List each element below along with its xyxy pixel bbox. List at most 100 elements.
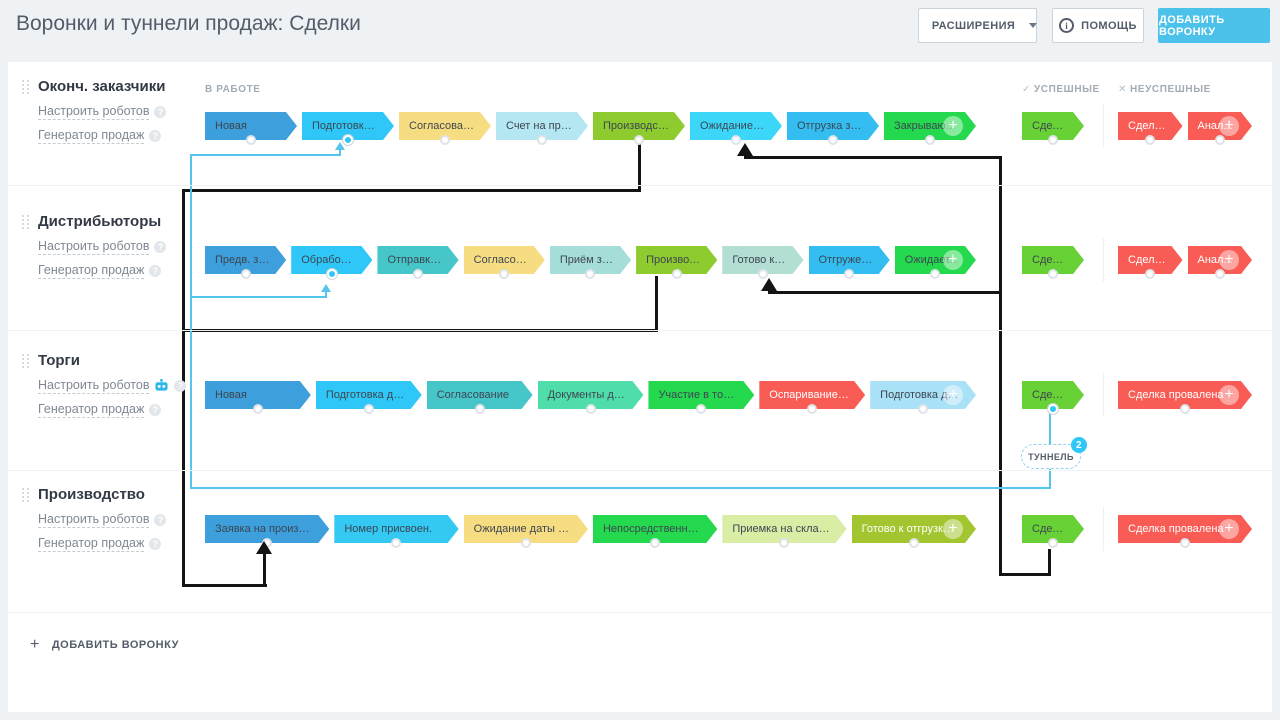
stage-connector[interactable] (1214, 269, 1225, 279)
success-stage-chevron[interactable]: Сделка ... (1022, 381, 1084, 414)
stage-chevron[interactable]: Новая (205, 381, 311, 414)
stage-chevron[interactable]: Непосредственно пр... (593, 515, 717, 548)
stage-connector[interactable] (807, 404, 818, 414)
stage-chevron[interactable]: Номер присвоен. (334, 515, 458, 548)
stage-chevron[interactable]: Документы для ... (538, 381, 644, 414)
drag-handle-icon[interactable] (22, 354, 30, 369)
add-funnel-button[interactable]: ДОБАВИТЬ ВОРОНКУ (1158, 8, 1270, 43)
stage-connector[interactable] (474, 404, 485, 414)
stage-chevron[interactable]: Подготовка доку... (316, 381, 422, 414)
stage-connector[interactable] (585, 404, 596, 414)
stage-connector[interactable] (1048, 269, 1058, 279)
stage-chevron[interactable]: Приём зая... (550, 246, 631, 279)
add-stage-button[interactable]: + (1219, 385, 1239, 405)
stage-chevron[interactable]: Подготовка до...+ (870, 381, 976, 414)
help-button[interactable]: i ПОМОЩЬ (1052, 8, 1144, 43)
stage-connector[interactable] (252, 404, 263, 414)
add-stage-button[interactable]: + (1219, 250, 1239, 270)
add-stage-button[interactable]: + (1219, 116, 1239, 136)
sales-generator-link[interactable]: Генератор продаж? (38, 128, 162, 144)
stage-chevron[interactable]: Участие в торгах (648, 381, 754, 414)
drag-handle-icon[interactable] (22, 215, 30, 230)
help-circle-icon[interactable]: ? (174, 380, 187, 392)
stage-chevron[interactable]: Отгружено... (809, 246, 890, 279)
add-stage-button[interactable]: + (943, 250, 963, 270)
stage-connector[interactable] (671, 269, 682, 279)
fail-stage-chevron[interactable]: Сделка провалена+ (1118, 381, 1252, 414)
stage-connector[interactable] (918, 404, 929, 414)
stage-connector[interactable] (363, 404, 374, 414)
stage-chevron[interactable]: Готово к отгрузке. (...+ (852, 515, 976, 548)
funnel-title[interactable]: Торги (38, 352, 81, 369)
stage-connector[interactable] (413, 269, 424, 279)
stage-connector[interactable] (520, 538, 531, 548)
stage-connector[interactable] (844, 269, 855, 279)
stage-chevron[interactable]: Обработка (291, 246, 372, 279)
stage-connector[interactable] (650, 538, 661, 548)
stage-connector[interactable] (634, 135, 644, 145)
sales-generator-link[interactable]: Генератор продаж? (38, 263, 162, 279)
stage-connector[interactable] (1048, 538, 1058, 548)
success-stage-chevron[interactable]: Сделка ... (1022, 246, 1084, 279)
add-funnel-link[interactable]: + ДОБАВИТЬ ВОРОНКУ (30, 637, 179, 653)
sales-generator-link[interactable]: Генератор продаж? (38, 402, 162, 418)
help-circle-icon[interactable]: ? (154, 106, 167, 118)
help-circle-icon[interactable]: ? (154, 241, 167, 253)
stage-connector[interactable] (731, 135, 741, 145)
fail-stage-chevron[interactable]: Сделка ... (1118, 246, 1183, 279)
stage-chevron[interactable]: Закрываю...+ (884, 112, 976, 145)
stage-chevron[interactable]: Подготовка д... (302, 112, 394, 145)
stage-chevron[interactable]: Ожидает...+ (895, 246, 976, 279)
tunnel-badge[interactable]: ТУННЕЛЬ 2 (1021, 437, 1087, 469)
stage-connector[interactable] (1048, 404, 1058, 414)
stage-connector[interactable] (779, 538, 790, 548)
stage-connector[interactable] (240, 269, 251, 279)
stage-connector[interactable] (499, 269, 510, 279)
help-circle-icon[interactable]: ? (149, 265, 162, 277)
stage-connector[interactable] (326, 269, 337, 279)
fail-stage-chevron[interactable]: Анал...+ (1188, 246, 1253, 279)
robots-link[interactable]: Настроить роботов? (38, 378, 187, 394)
stage-chevron[interactable]: Оспаривание рез... (759, 381, 865, 414)
funnel-title[interactable]: Производство (38, 486, 145, 503)
stage-chevron[interactable]: Ожидание оп... (690, 112, 782, 145)
extensions-button[interactable]: РАСШИРЕНИЯ (918, 8, 1038, 43)
stage-connector[interactable] (1145, 269, 1156, 279)
stage-chevron[interactable]: Счет на пред... (496, 112, 588, 145)
stage-connector[interactable] (585, 269, 596, 279)
stage-connector[interactable] (1214, 135, 1225, 145)
stage-chevron[interactable]: Новая (205, 112, 297, 145)
fail-stage-chevron[interactable]: Сделка провалена+ (1118, 515, 1252, 548)
stage-chevron[interactable]: Заявка на производс... (205, 515, 329, 548)
robots-link[interactable]: Настроить роботов? (38, 512, 167, 528)
stage-chevron[interactable]: Готово к от... (722, 246, 803, 279)
stage-chevron[interactable]: Ожидание даты нача... (464, 515, 588, 548)
stage-chevron[interactable]: Приемка на складе. (722, 515, 846, 548)
stage-connector[interactable] (1180, 538, 1190, 548)
stage-connector[interactable] (930, 269, 941, 279)
help-circle-icon[interactable]: ? (154, 514, 167, 526)
help-circle-icon[interactable]: ? (149, 404, 162, 416)
add-stage-button[interactable]: + (1219, 519, 1239, 539)
drag-handle-icon[interactable] (22, 488, 30, 503)
robots-link[interactable]: Настроить роботов? (38, 239, 167, 255)
drag-handle-icon[interactable] (22, 80, 30, 95)
stage-chevron[interactable]: Согласован... (464, 246, 545, 279)
stage-connector[interactable] (1145, 135, 1156, 145)
help-circle-icon[interactable]: ? (149, 538, 162, 550)
extensions-dropdown-button[interactable] (1029, 9, 1038, 42)
add-stage-button[interactable]: + (943, 385, 963, 405)
stage-chevron[interactable]: Производс... (636, 246, 717, 279)
help-circle-icon[interactable]: ? (149, 130, 162, 142)
stage-connector[interactable] (537, 135, 547, 145)
stage-connector[interactable] (925, 135, 935, 145)
success-stage-chevron[interactable]: Сделка ... (1022, 515, 1084, 548)
stage-chevron[interactable]: Согласование (427, 381, 533, 414)
funnel-title[interactable]: Дистрибьюторы (38, 213, 162, 230)
stage-connector[interactable] (1048, 135, 1058, 145)
stage-chevron[interactable]: Согласование (399, 112, 491, 145)
add-stage-button[interactable]: + (943, 116, 963, 136)
robots-link[interactable]: Настроить роботов? (38, 104, 167, 120)
stage-connector[interactable] (246, 135, 256, 145)
fail-stage-chevron[interactable]: Анал...+ (1188, 112, 1253, 145)
